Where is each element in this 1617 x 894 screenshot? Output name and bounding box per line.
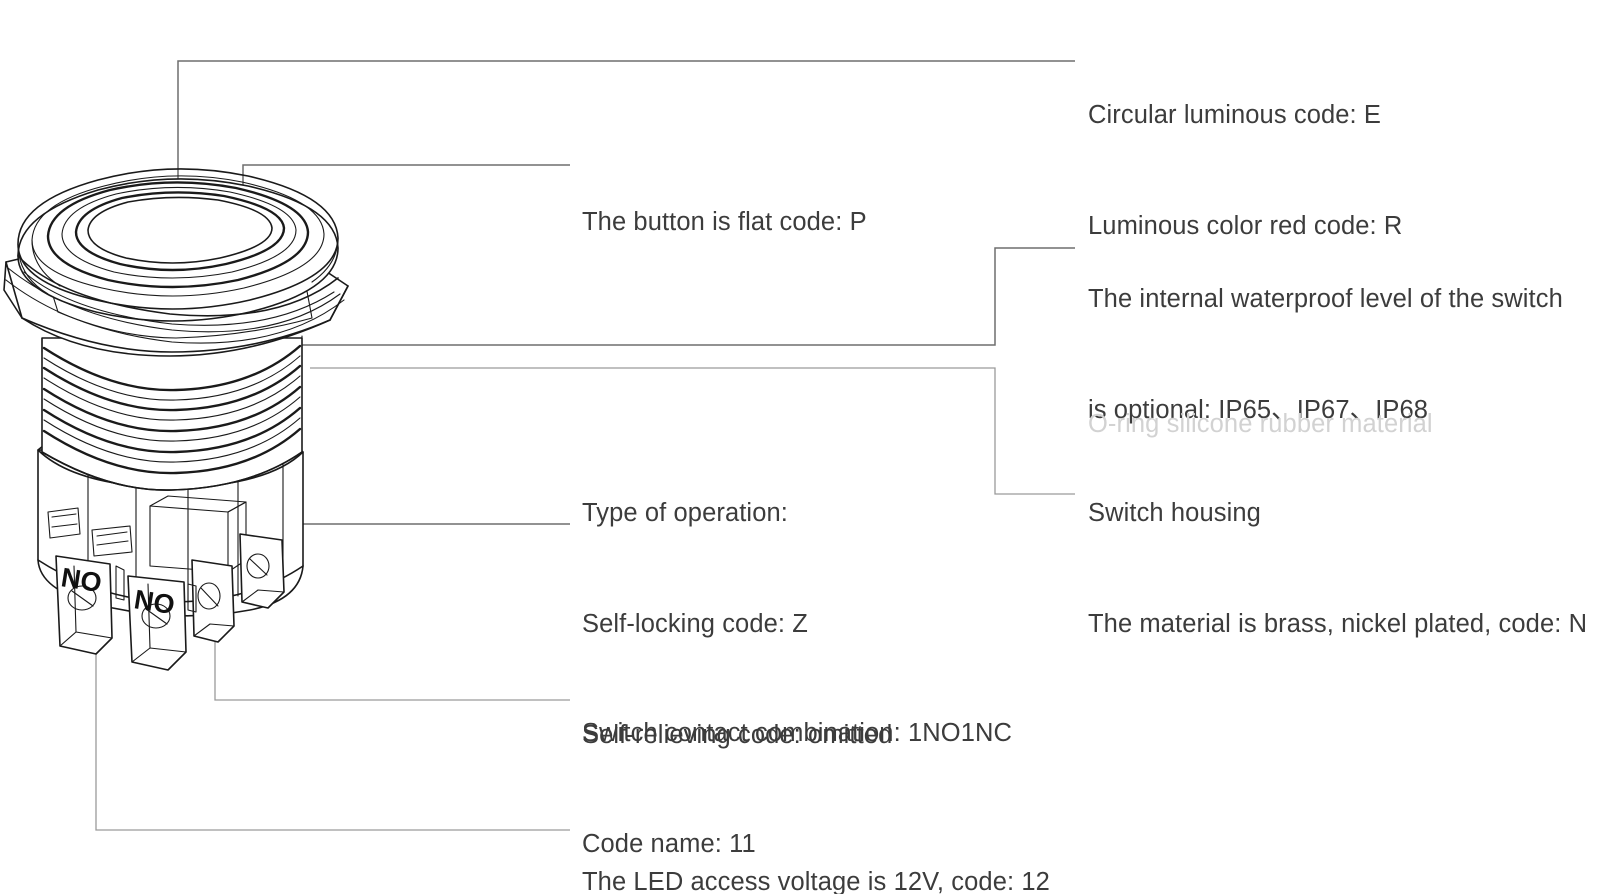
head-flange-transition [5, 267, 345, 344]
callout-luminous: Circular luminous code: E Luminous color… [1088, 23, 1402, 319]
callout-operation-line-1: Type of operation: [582, 499, 788, 527]
callout-led-voltage-line-1: The LED access voltage is 12V, code: 12 [582, 868, 1050, 894]
callout-contacts-line-1: Switch contact combination: 1NO1NC [582, 719, 1013, 747]
switch-drawing-body: NO NO [3, 168, 349, 671]
callout-waterproof-line-2: is optional: IP65、IP67、IP68 [1088, 396, 1429, 424]
leader-waterproof [178, 247, 1075, 346]
button-head [17, 168, 339, 326]
callout-switch-housing: Switch housing The material is brass, ni… [1088, 421, 1587, 717]
callout-waterproof-line-1: The internal waterproof level of the swi… [1088, 285, 1563, 313]
leader-luminous [177, 60, 1075, 188]
callout-led-voltage: The LED access voltage is 12V, code: 12 [582, 790, 1050, 894]
terminal-no-label-1: NO [59, 562, 104, 598]
terminal-no-label-2: NO [132, 584, 177, 620]
callout-operation-line-3: Self-relieving code: omitted [582, 721, 893, 749]
terminal-labels: NO NO [59, 562, 177, 620]
callout-waterproof-level: The internal waterproof level of the swi… [1088, 207, 1563, 503]
callout-operation-type: Type of operation: Self-locking code: Z … [582, 421, 892, 828]
callout-housing-line-2: The material is brass, nickel plated, co… [1088, 610, 1588, 638]
leader-housing [310, 367, 1075, 495]
callout-operation-line-2: Self-locking code: Z [582, 610, 808, 638]
terminals [55, 533, 285, 671]
callout-oring-line-1: O-ring silicone rubber material [1088, 410, 1433, 438]
callout-button-flat: The button is flat code: P [582, 130, 867, 315]
callout-oring-material: O-ring silicone rubber material [1088, 332, 1433, 517]
threaded-barrel [41, 337, 303, 491]
leader-contacts [214, 638, 570, 701]
callout-luminous-line-2: Luminous color red code: R [1088, 212, 1403, 240]
callout-contact-combination: Switch contact combination: 1NO1NC Code … [582, 641, 1012, 894]
callout-contacts-line-2: Code name: 11 [582, 830, 756, 858]
callout-housing-line-1: Switch housing [1088, 499, 1261, 527]
callout-luminous-line-1: Circular luminous code: E [1088, 101, 1382, 129]
leader-led-voltage [95, 612, 570, 831]
callout-button-flat-line-1: The button is flat code: P [582, 208, 867, 236]
